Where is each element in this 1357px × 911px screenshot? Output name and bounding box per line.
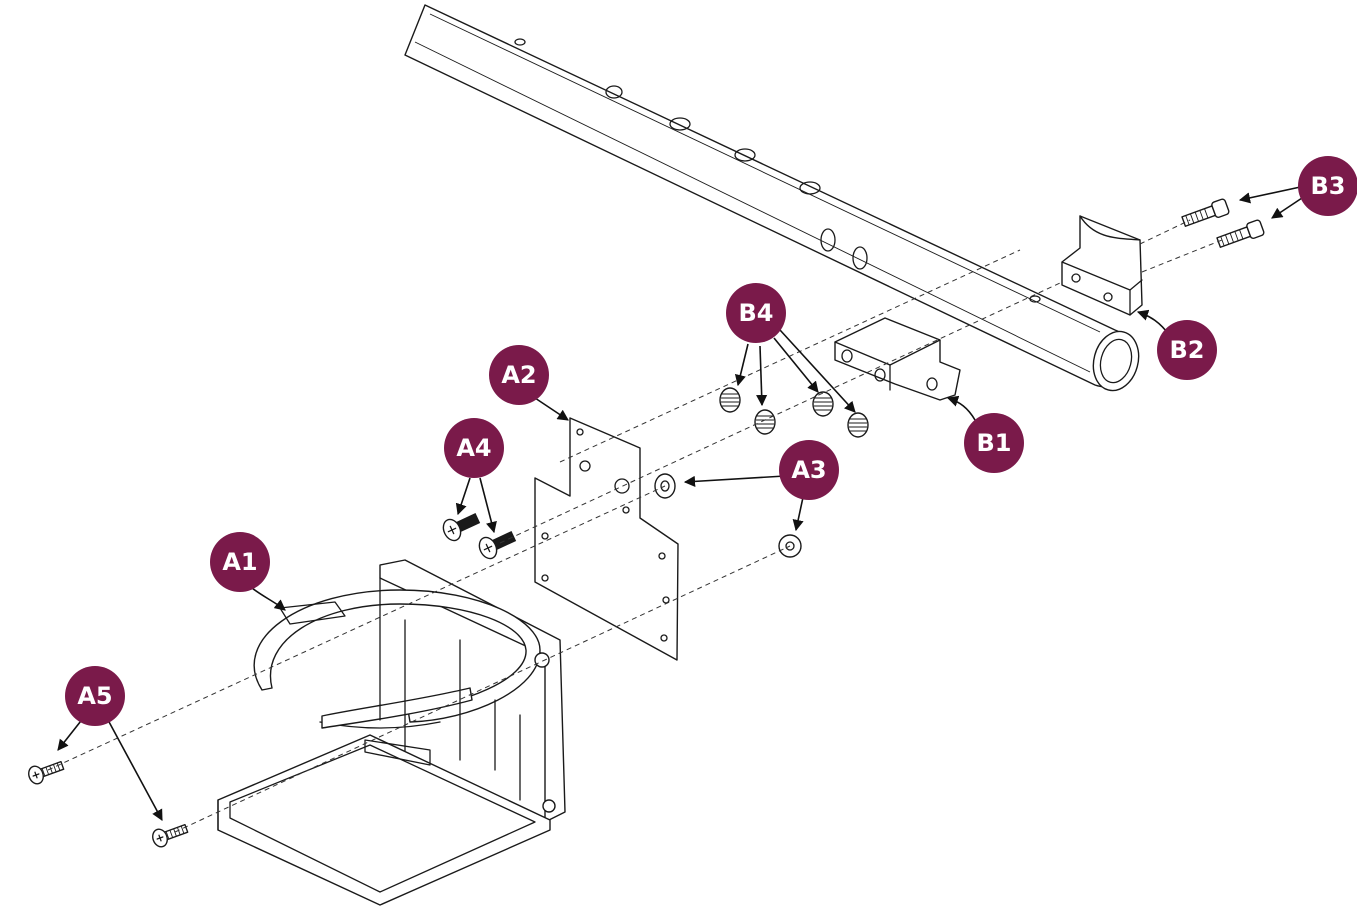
callout-a1-label: A1 bbox=[222, 548, 257, 576]
callout-a2-label: A2 bbox=[501, 361, 536, 389]
screws-a5 bbox=[28, 760, 189, 848]
clamp-b2 bbox=[1061, 215, 1143, 316]
callout-b1: B1 bbox=[964, 413, 1024, 473]
callout-b3: B3 bbox=[1298, 156, 1357, 216]
screws-b3 bbox=[1181, 198, 1265, 248]
callout-a4: A4 bbox=[444, 418, 504, 478]
callout-b4-label: B4 bbox=[739, 299, 774, 327]
alignment-lines bbox=[47, 219, 1223, 833]
callout-a4-label: A4 bbox=[456, 434, 491, 462]
mount-block-b1 bbox=[834, 317, 961, 401]
callout-a1: A1 bbox=[210, 532, 270, 592]
callout-a5-label: A5 bbox=[77, 682, 112, 710]
callout-b2: B2 bbox=[1157, 320, 1217, 380]
callout-a3-label: A3 bbox=[791, 456, 826, 484]
mounting-plate-a2 bbox=[534, 417, 679, 661]
cup-holder-a1 bbox=[217, 559, 566, 906]
callout-b4: B4 bbox=[726, 283, 786, 343]
set-screws-b4 bbox=[719, 387, 869, 438]
screws-a4 bbox=[442, 512, 517, 560]
callout-a5: A5 bbox=[65, 666, 125, 726]
callout-a2: A2 bbox=[489, 345, 549, 405]
callout-b1-label: B1 bbox=[977, 429, 1012, 457]
armrest-tube bbox=[404, 4, 1140, 392]
callout-a3: A3 bbox=[779, 440, 839, 500]
callout-b3-label: B3 bbox=[1311, 172, 1346, 200]
callout-b2-label: B2 bbox=[1170, 336, 1205, 364]
